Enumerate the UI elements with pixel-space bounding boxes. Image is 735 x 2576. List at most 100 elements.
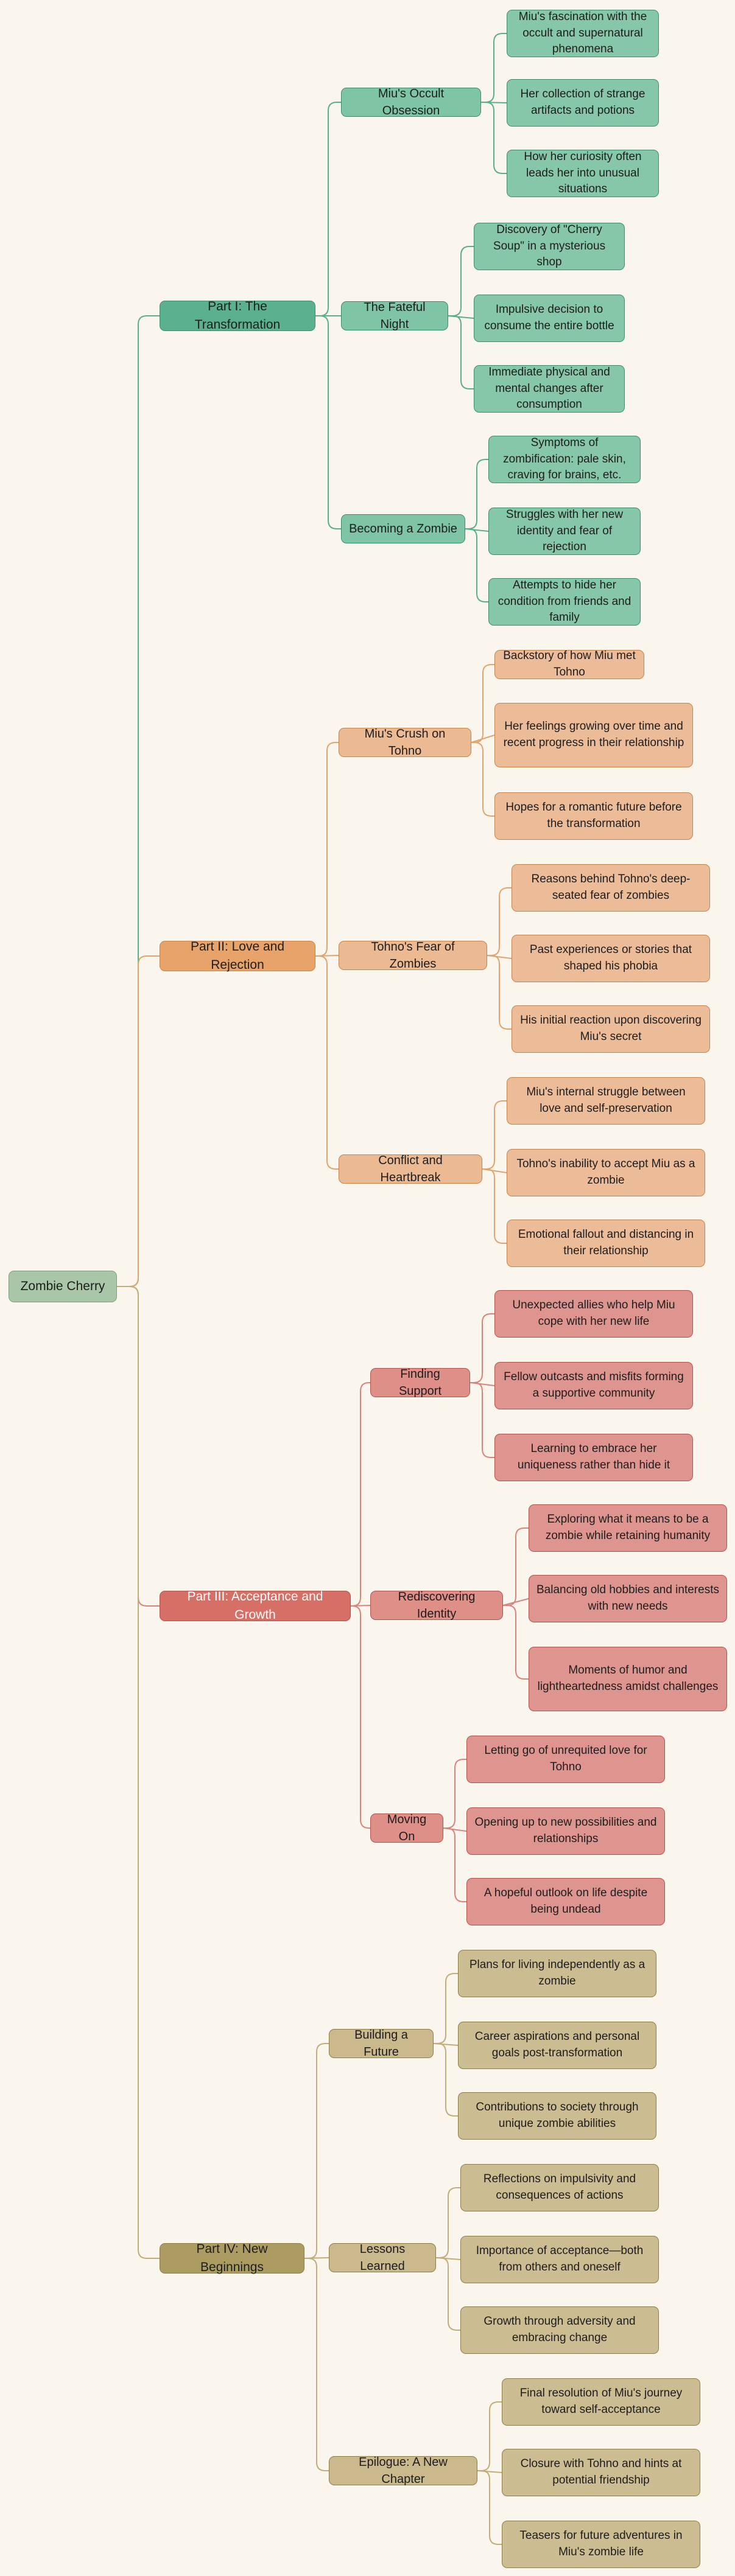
part-4-node[interactable]: Part IV: New Beginnings xyxy=(160,2242,304,2274)
part-3-topic-2-leaf-1-node[interactable]: Exploring what it means to be a zombie w… xyxy=(529,1504,727,1552)
part-3-topic-1-node-label: Finding Support xyxy=(398,1367,442,1398)
part-4-topic-1-leaf-2-node[interactable]: Career aspirations and personal goals po… xyxy=(458,2022,656,2069)
part-4-topic-1-leaf-1-node[interactable]: Plans for living independently as a zomb… xyxy=(458,1950,656,1997)
connector-topic-2-1-leaf-2 xyxy=(471,735,495,743)
part-4-node-label: Part IV: New Beginnings xyxy=(196,2242,268,2274)
part-4-topic-1-leaf-1-node-label: Plans for living independently as a zomb… xyxy=(469,1958,645,1988)
part-3-topic-3-leaf-2-node[interactable]: Opening up to new possibilities and rela… xyxy=(466,1807,665,1855)
part-1-topic-2-leaf-3-node[interactable]: Immediate physical and mental changes af… xyxy=(474,365,625,413)
part-3-topic-3-node[interactable]: Moving On xyxy=(370,1813,443,1843)
connector-topic-2-2-leaf-1 xyxy=(487,887,512,956)
connector-part-2-topic-1 xyxy=(315,742,339,957)
part-3-node[interactable]: Part III: Acceptance and Growth xyxy=(160,1590,351,1622)
part-2-topic-1-leaf-2-node-label: Her feelings growing over time and recen… xyxy=(503,720,684,749)
part-3-topic-2-leaf-3-node[interactable]: Moments of humor and lightheartedness am… xyxy=(529,1647,727,1711)
part-1-topic-1-leaf-2-node[interactable]: Her collection of strange artifacts and … xyxy=(507,79,659,127)
part-2-topic-1-leaf-3-node-label: Hopes for a romantic future before the t… xyxy=(505,801,682,830)
connector-topic-1-3-leaf-1 xyxy=(465,459,488,529)
connector-topic-1-2-leaf-1 xyxy=(448,246,474,316)
part-2-topic-1-leaf-2-node[interactable]: Her feelings growing over time and recen… xyxy=(494,703,693,767)
part-2-topic-3-leaf-2-node[interactable]: Tohno's inability to accept Miu as a zom… xyxy=(507,1149,705,1196)
part-1-topic-3-leaf-2-node[interactable]: Struggles with her new identity and fear… xyxy=(488,508,641,555)
part-4-topic-2-leaf-3-node-label: Growth through adversity and embracing c… xyxy=(484,2315,636,2344)
part-3-topic-2-leaf-1-node-label: Exploring what it means to be a zombie w… xyxy=(545,1513,711,1542)
part-3-topic-2-leaf-2-node[interactable]: Balancing old hobbies and interests with… xyxy=(529,1575,727,1622)
part-3-topic-1-leaf-1-node[interactable]: Unexpected allies who help Miu cope with… xyxy=(494,1290,693,1338)
part-1-topic-3-leaf-3-node-label: Attempts to hide her condition from frie… xyxy=(498,578,631,624)
part-2-topic-3-leaf-1-node[interactable]: Miu's internal struggle between love and… xyxy=(507,1077,705,1125)
root-node[interactable]: Zombie Cherry xyxy=(9,1271,117,1302)
part-3-topic-2-node[interactable]: Rediscovering Identity xyxy=(370,1590,503,1621)
part-4-topic-3-leaf-1-node[interactable]: Final resolution of Miu's journey toward… xyxy=(502,2378,700,2426)
connector-part-3-topic-3 xyxy=(351,1605,370,1829)
connector-topic-3-3-leaf-3 xyxy=(443,1827,466,1902)
part-2-topic-3-leaf-2-node-label: Tohno's inability to accept Miu as a zom… xyxy=(516,1157,695,1187)
part-2-topic-3-leaf-3-node[interactable]: Emotional fallout and distancing in thei… xyxy=(507,1220,705,1267)
part-1-node[interactable]: Part I: The Transformation xyxy=(160,299,315,332)
part-3-topic-3-node-label: Moving On xyxy=(387,1812,427,1843)
part-3-topic-1-leaf-3-node[interactable]: Learning to embrace her uniqueness rathe… xyxy=(494,1434,693,1481)
part-2-topic-1-leaf-3-node[interactable]: Hopes for a romantic future before the t… xyxy=(494,792,693,840)
part-3-topic-1-leaf-2-node[interactable]: Fellow outcasts and misfits forming a su… xyxy=(494,1362,693,1409)
part-2-topic-2-leaf-1-node[interactable]: Reasons behind Tohno's deep-seated fear … xyxy=(512,864,710,912)
part-3-topic-2-leaf-3-node-label: Moments of humor and lightheartedness am… xyxy=(537,1664,719,1693)
connector-root-part-2 xyxy=(117,955,160,1287)
part-1-topic-2-leaf-1-node[interactable]: Discovery of "Cherry Soup" in a mysterio… xyxy=(474,223,625,270)
part-2-topic-1-node[interactable]: Miu's Crush on Tohno xyxy=(339,727,471,758)
part-2-topic-2-leaf-2-node[interactable]: Past experiences or stories that shaped … xyxy=(512,935,710,982)
part-3-topic-1-leaf-3-node-label: Learning to embrace her uniqueness rathe… xyxy=(517,1442,670,1471)
part-1-topic-1-node-label: Miu's Occult Obsession xyxy=(378,86,445,117)
connector-topic-4-3-leaf-3 xyxy=(477,2470,502,2545)
part-4-topic-1-node[interactable]: Building a Future xyxy=(329,2028,434,2059)
part-4-topic-1-node-label: Building a Future xyxy=(354,2028,408,2059)
part-1-topic-2-leaf-2-node[interactable]: Impulsive decision to consume the entire… xyxy=(474,295,625,342)
part-2-topic-2-node[interactable]: Tohno's Fear of Zombies xyxy=(339,940,487,971)
part-1-topic-3-node[interactable]: Becoming a Zombie xyxy=(341,514,465,543)
part-4-topic-2-leaf-1-node[interactable]: Reflections on impulsivity and consequen… xyxy=(460,2164,659,2211)
connector-topic-2-1-leaf-1 xyxy=(471,664,494,743)
connector-topic-3-1-leaf-3 xyxy=(470,1382,494,1458)
part-3-topic-1-node[interactable]: Finding Support xyxy=(370,1367,470,1398)
part-2-topic-2-leaf-2-node-label: Past experiences or stories that shaped … xyxy=(529,943,692,972)
part-1-topic-3-node-label: Becoming a Zombie xyxy=(349,522,457,536)
part-1-topic-1-leaf-1-node-label: Miu's fascination with the occult and su… xyxy=(518,10,647,56)
part-4-topic-2-leaf-2-node-label: Importance of acceptance—both from other… xyxy=(476,2244,644,2274)
part-4-topic-3-leaf-3-node[interactable]: Teasers for future adventures in Miu's z… xyxy=(502,2521,700,2568)
part-2-topic-3-node[interactable]: Conflict and Heartbreak xyxy=(339,1154,482,1184)
part-1-topic-1-leaf-2-node-label: Her collection of strange artifacts and … xyxy=(520,88,645,117)
part-3-topic-3-leaf-1-node-label: Letting go of unrequited love for Tohno xyxy=(484,1744,647,1773)
part-3-topic-3-leaf-3-node[interactable]: A hopeful outlook on life despite being … xyxy=(466,1878,665,1925)
part-4-topic-2-node[interactable]: Lessons Learned xyxy=(329,2243,436,2273)
part-1-topic-1-leaf-3-node[interactable]: How her curiosity often leads her into u… xyxy=(507,150,659,197)
connector-topic-3-1-leaf-1 xyxy=(470,1313,494,1383)
part-4-topic-1-leaf-3-node[interactable]: Contributions to society through unique … xyxy=(458,2092,656,2140)
part-3-topic-3-leaf-1-node[interactable]: Letting go of unrequited love for Tohno xyxy=(466,1736,665,1783)
connector-part-2-topic-3 xyxy=(315,955,339,1170)
part-1-topic-2-leaf-1-node-label: Discovery of "Cherry Soup" in a mysterio… xyxy=(493,223,606,269)
part-4-topic-2-leaf-2-node[interactable]: Importance of acceptance—both from other… xyxy=(460,2236,659,2283)
part-1-topic-3-leaf-1-node[interactable]: Symptoms of zombification: pale skin, cr… xyxy=(488,436,641,483)
connector-topic-2-1-leaf-3 xyxy=(471,742,494,817)
part-3-node-label: Part III: Acceptance and Growth xyxy=(187,1590,323,1622)
part-2-topic-1-leaf-1-node-label: Backstory of how Miu met Tohno xyxy=(503,649,636,679)
part-1-topic-3-leaf-3-node[interactable]: Attempts to hide her condition from frie… xyxy=(488,578,641,626)
part-1-topic-1-leaf-1-node[interactable]: Miu's fascination with the occult and su… xyxy=(507,10,659,57)
connector-part-1-topic-3 xyxy=(315,315,341,529)
part-1-topic-1-leaf-3-node-label: How her curiosity often leads her into u… xyxy=(524,150,642,196)
part-1-node-label: Part I: The Transformation xyxy=(194,299,281,332)
part-1-topic-1-node[interactable]: Miu's Occult Obsession xyxy=(341,86,481,117)
connector-topic-1-1-leaf-1 xyxy=(481,33,507,103)
part-1-topic-2-node[interactable]: The Fateful Night xyxy=(341,301,448,331)
part-4-topic-3-leaf-2-node[interactable]: Closure with Tohno and hints at potentia… xyxy=(502,2449,700,2496)
part-4-topic-3-node[interactable]: Epilogue: A New Chapter xyxy=(329,2456,477,2486)
part-2-topic-2-leaf-3-node[interactable]: His initial reaction upon discovering Mi… xyxy=(512,1005,710,1053)
part-3-topic-1-leaf-2-node-label: Fellow outcasts and misfits forming a su… xyxy=(504,1370,684,1400)
connector-topic-1-1-leaf-3 xyxy=(481,102,507,174)
connector-topic-4-2-leaf-3 xyxy=(436,2257,460,2331)
connector-topic-4-1-leaf-3 xyxy=(434,2043,458,2117)
part-2-topic-1-leaf-1-node[interactable]: Backstory of how Miu met Tohno xyxy=(494,649,644,679)
connector-topic-2-3-leaf-1 xyxy=(482,1100,507,1170)
part-4-topic-3-leaf-2-node-label: Closure with Tohno and hints at potentia… xyxy=(520,2457,682,2487)
part-4-topic-2-leaf-3-node[interactable]: Growth through adversity and embracing c… xyxy=(460,2306,659,2354)
part-2-node[interactable]: Part II: Love and Rejection xyxy=(160,940,315,972)
